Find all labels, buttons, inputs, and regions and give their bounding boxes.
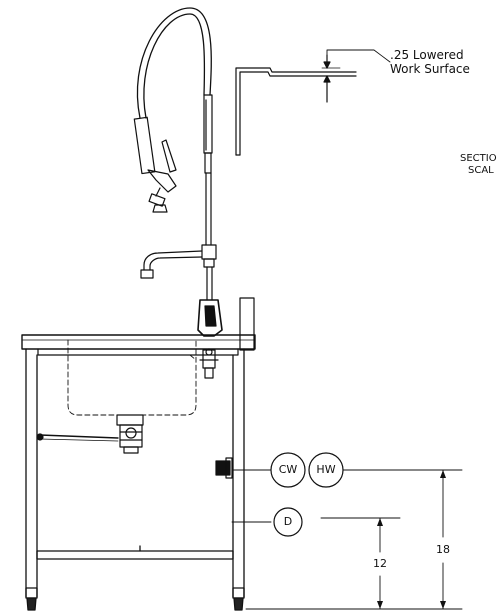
wall-supply-stub (216, 458, 232, 478)
supply-height-dimension: 18 (436, 543, 450, 556)
drain-assembly (37, 415, 143, 453)
lowered-surface-note: .25 Lowered Work Surface (390, 48, 470, 76)
drain-tag: D (283, 515, 293, 528)
supply-valve (200, 349, 218, 378)
section-label: SECTIO SCAL (460, 153, 497, 177)
hot-water-bubble (309, 453, 343, 487)
pre-rinse-faucet (134, 8, 222, 336)
section-line2: SCAL (468, 165, 494, 176)
backsplash (240, 298, 254, 350)
drain-height-dimension: 12 (373, 557, 387, 570)
hot-water-tag: HW (316, 463, 336, 476)
drain-bubble (274, 508, 302, 536)
spray-hose (137, 8, 211, 118)
cold-water-bubble (271, 453, 305, 487)
lowered-surface-line2: Work Surface (390, 62, 470, 76)
lowered-surface-detail (236, 50, 390, 155)
lowered-surface-line1: .25 Lowered (390, 48, 464, 62)
dimension-lines (232, 470, 462, 609)
riser-top-fitting (204, 95, 212, 153)
cold-water-tag: CW (278, 463, 298, 476)
sink-top (22, 335, 255, 355)
add-on-faucet-spout (141, 251, 202, 278)
sink-frame (26, 349, 244, 610)
spray-valve (148, 140, 176, 212)
section-line1: SECTIO (460, 153, 497, 164)
faucet-base (198, 300, 222, 336)
sink-bowl (68, 340, 196, 415)
mixing-tee (202, 245, 216, 259)
